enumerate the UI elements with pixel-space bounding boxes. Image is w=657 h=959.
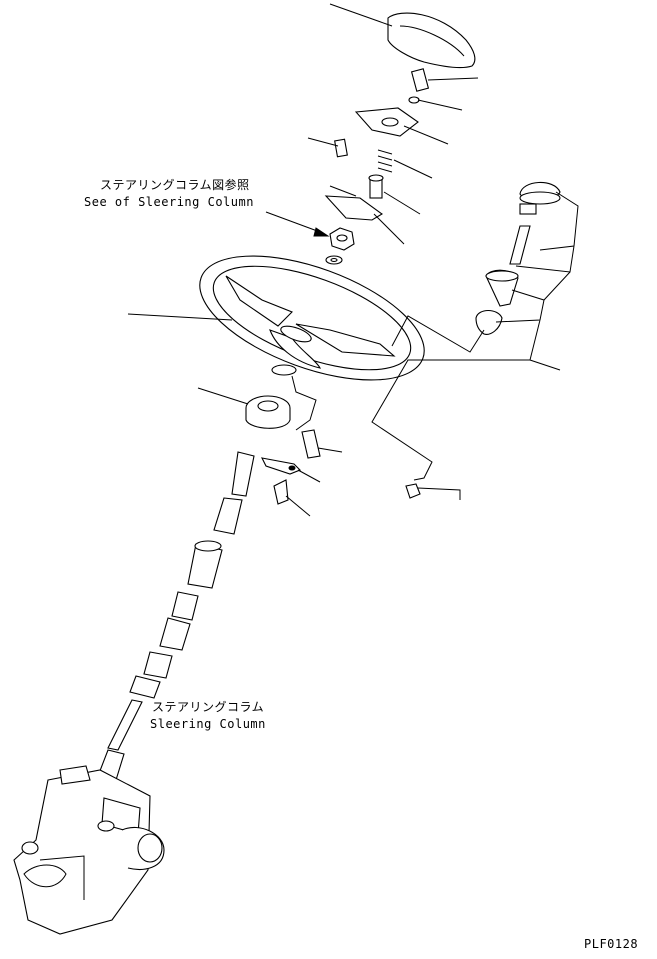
leader-bracket-right (371, 191, 579, 500)
steering-gearbox (13, 765, 165, 935)
horn-wire-clip (405, 483, 421, 499)
pin (301, 429, 343, 459)
label-steering-column-jp: ステアリングコラム (152, 700, 265, 714)
horn-knob (475, 309, 503, 335)
column-leader (291, 375, 317, 431)
upper-shaft (213, 451, 255, 535)
label-column-reference-en: See of Sleering Column (84, 195, 254, 209)
universal-joint (129, 591, 199, 699)
lower-shaft-tube (187, 540, 223, 589)
top-bolt (410, 68, 479, 92)
drawing-id: PLF0128 (584, 937, 639, 951)
horn-rod (509, 203, 537, 265)
collar-ring (197, 387, 291, 429)
small-bolt (273, 479, 311, 517)
nut-washer (325, 255, 343, 265)
nut (329, 227, 355, 251)
spring (377, 149, 433, 179)
horn-base (485, 269, 519, 307)
contact-bracket (324, 185, 405, 245)
reference-arrow (265, 211, 330, 237)
horn-cap (329, 3, 476, 69)
clip (261, 457, 321, 483)
steering-wheel (127, 255, 425, 381)
contact-plate (354, 107, 449, 145)
label-steering-column-en: Sleering Column (150, 717, 266, 731)
screw-left (307, 137, 348, 158)
top-washer (408, 96, 463, 111)
contact-pin (368, 174, 421, 215)
intermediate-shaft (97, 699, 143, 781)
horn-button (519, 181, 561, 205)
label-column-reference-jp: ステアリングコラム図参照 (100, 178, 250, 192)
